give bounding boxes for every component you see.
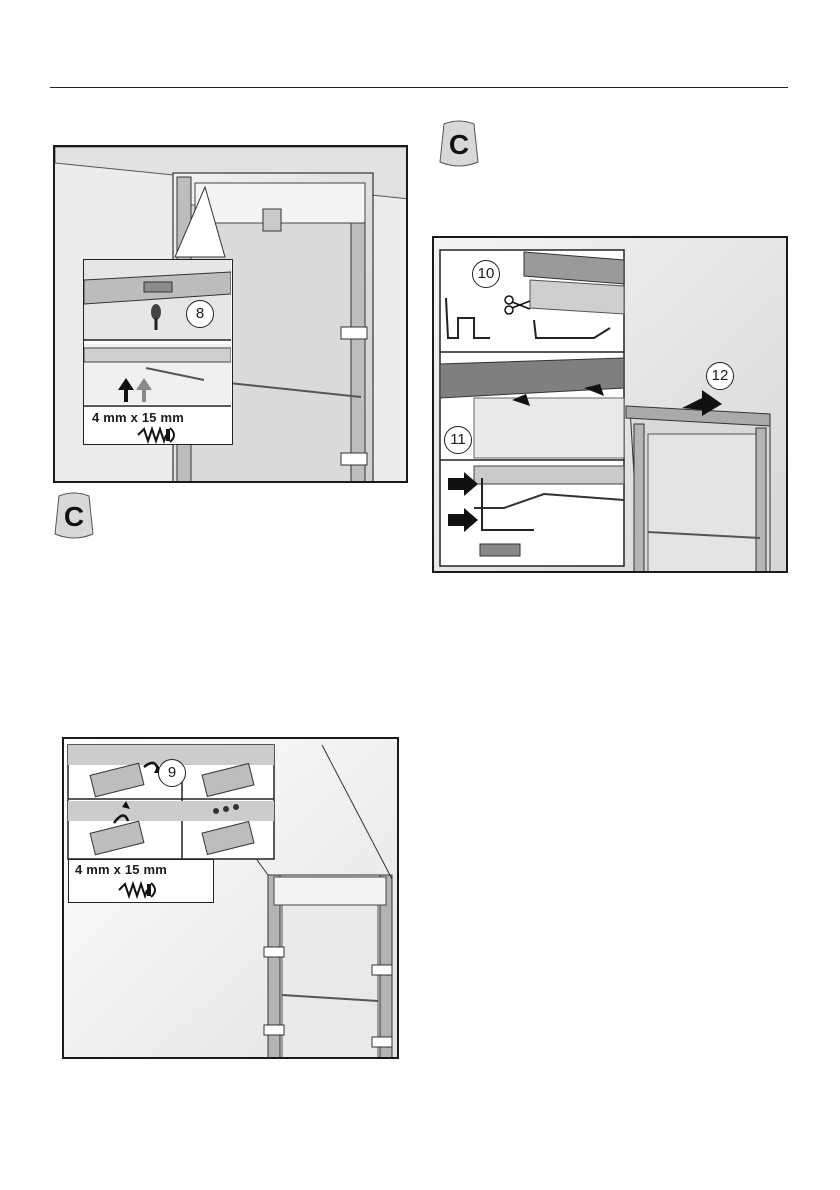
screw-icon — [136, 425, 180, 445]
cover-strip-illustration — [434, 238, 788, 573]
kit-c-badge-icon-2: C — [438, 118, 480, 168]
figure-top-right-cover-strip: 10 11 12 — [432, 236, 788, 573]
detail-inset: 8 4 mm x 15 mm — [83, 259, 233, 445]
kit-c-badge-icon: C — [53, 490, 95, 540]
kit-c-letter: C — [64, 501, 84, 532]
scissors-icon — [504, 294, 532, 316]
screw-size-label-2: 4 mm x 15 mm — [75, 862, 167, 877]
callout-11: 11 — [444, 426, 472, 454]
screw-size-box: 4 mm x 15 mm — [68, 859, 214, 903]
screw-size-label: 4 mm x 15 mm — [92, 410, 184, 425]
callout-12: 12 — [706, 362, 734, 390]
screw-icon-2 — [117, 880, 161, 900]
callout-10: 10 — [472, 260, 500, 288]
callout-8: 8 — [186, 300, 214, 328]
figure-bottom-left-hinge-screws: 9 4 mm x 15 mm — [62, 737, 399, 1059]
figure-top-left-door-screw: 8 4 mm x 15 mm — [53, 145, 408, 483]
callout-9: 9 — [158, 759, 186, 787]
header-rule — [50, 87, 788, 88]
kit-c-letter-2: C — [449, 129, 469, 160]
